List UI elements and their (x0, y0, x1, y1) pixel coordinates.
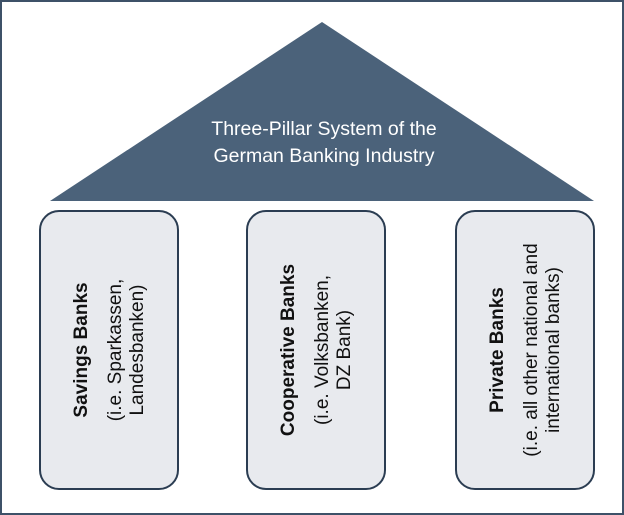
roof-triangle (50, 22, 594, 201)
pillar-title: Private Banks (486, 287, 508, 413)
roof-title-line-1: Three-Pillar System of the (211, 118, 437, 140)
pillar-savings-banks: Savings Banks (i.e. Sparkassen, Landesba… (39, 210, 179, 490)
pillar-subtitle: (i.e. Volksbanken, DZ Bank) (312, 275, 356, 425)
pillar-cooperative-banks: Cooperative Banks (i.e. Volksbanken, DZ … (246, 210, 386, 490)
pillar-subtitle: (i.e. all other national and internation… (521, 243, 565, 456)
pillar-title: Cooperative Banks (277, 263, 299, 437)
roof-title: Three-Pillar System of the German Bankin… (162, 116, 486, 170)
pillar-subtitle: (i.e. Sparkassen, Landesbanken) (105, 279, 149, 422)
pillar-subtitle-line: Landesbanken) (126, 284, 148, 416)
pillar-subtitle-line: international banks) (542, 267, 564, 433)
roof-triangle-svg (50, 22, 594, 201)
roof-title-line-2: German Banking Industry (213, 145, 435, 167)
pillar-subtitle-line: (i.e. Volksbanken, (311, 275, 333, 425)
pillar-subtitle-line: (i.e. Sparkassen, (104, 278, 126, 422)
pillar-subtitle-line: DZ Bank) (333, 309, 355, 391)
pillar-private-banks: Private Banks (i.e. all other national a… (455, 210, 595, 490)
pillar-subtitle-line: (i.e. all other national and (520, 243, 542, 457)
pillar-title: Savings Banks (70, 282, 92, 418)
